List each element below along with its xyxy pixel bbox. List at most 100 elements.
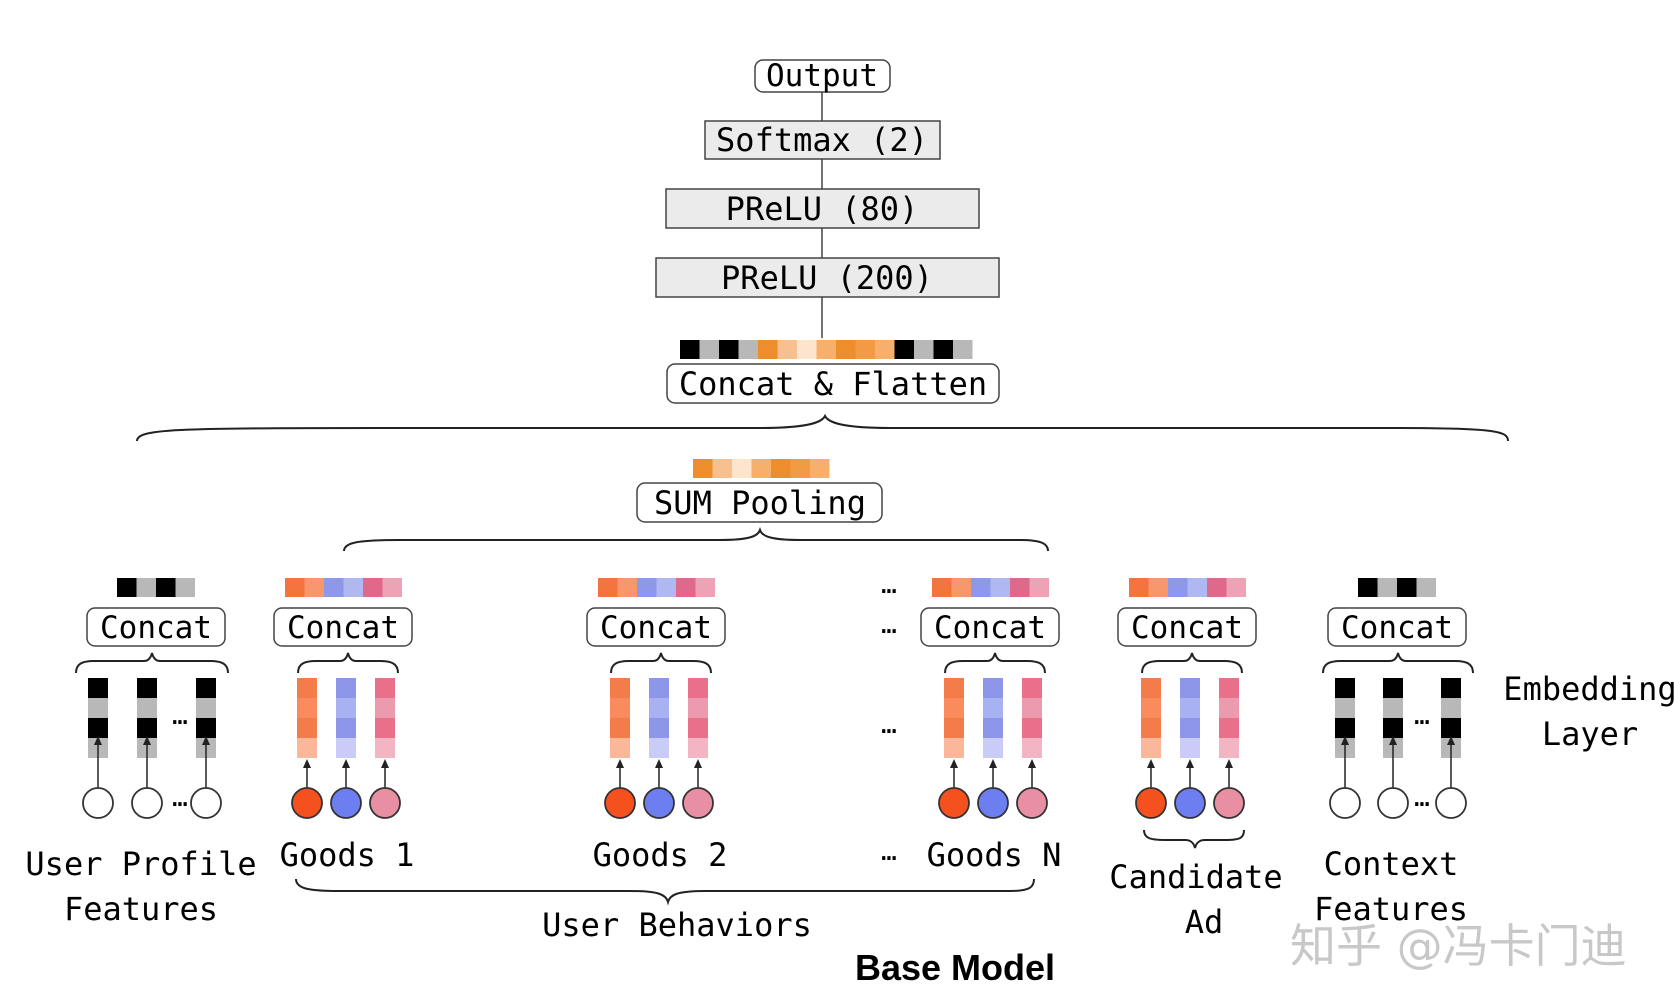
blue-feature-dot bbox=[1174, 787, 1206, 819]
vector-cell bbox=[732, 459, 752, 478]
feature-dot bbox=[1329, 787, 1361, 819]
embedding-cell bbox=[1219, 738, 1239, 758]
context-label-2: Features bbox=[1314, 890, 1468, 928]
embedding-ellipsis: … bbox=[172, 701, 188, 731]
embedding-cell bbox=[1141, 678, 1161, 698]
concat-label: Concat bbox=[100, 610, 212, 646]
embedding-cell bbox=[137, 718, 157, 738]
user-behaviors-brace bbox=[295, 878, 1035, 906]
behavior-pooling-brace bbox=[343, 526, 1049, 552]
embedding-cell bbox=[1441, 678, 1461, 698]
orange-embedding-column bbox=[1141, 678, 1161, 758]
vector-cell bbox=[738, 340, 758, 359]
embedding-cell bbox=[336, 698, 356, 718]
pink-feature-dot bbox=[369, 787, 401, 819]
embedding-cell bbox=[983, 698, 1003, 718]
flatten-vector-cells bbox=[680, 340, 973, 359]
embedding-cell bbox=[1141, 698, 1161, 718]
embedding-cell bbox=[649, 698, 669, 718]
embedding-cell bbox=[688, 718, 708, 738]
orange-feature-dot bbox=[938, 787, 970, 819]
embedding-cell bbox=[1022, 698, 1042, 718]
goods-ellipsis-bottom: … bbox=[881, 837, 897, 867]
embedding-cell bbox=[983, 718, 1003, 738]
arrow-head bbox=[694, 759, 702, 768]
vector-cell bbox=[894, 340, 914, 359]
embedding-cell bbox=[1180, 678, 1200, 698]
arrow-head bbox=[1028, 759, 1036, 768]
concat-label: Concat bbox=[1341, 610, 1453, 646]
arrow-head bbox=[381, 759, 389, 768]
goods-ellipsis-mid: … bbox=[881, 710, 897, 740]
pink-feature-dot bbox=[682, 787, 714, 819]
vector-cell bbox=[836, 340, 856, 359]
embedding-cell bbox=[196, 698, 216, 718]
blue-feature-dot bbox=[330, 787, 362, 819]
sum-pooling-node bbox=[636, 482, 883, 523]
embedding-cell bbox=[336, 718, 356, 738]
concat-node bbox=[586, 607, 726, 647]
embedding-cell bbox=[688, 738, 708, 758]
concat-output-vector bbox=[117, 578, 195, 597]
user-profile-label-2: Features bbox=[64, 890, 218, 928]
blue-feature-dot bbox=[977, 787, 1009, 819]
embedding-cell bbox=[375, 718, 395, 738]
concat-node bbox=[920, 607, 1060, 647]
vector-cell bbox=[1377, 578, 1397, 597]
vector-cell bbox=[777, 340, 797, 359]
embedding-cell bbox=[944, 698, 964, 718]
embedding-cell bbox=[610, 698, 630, 718]
embedding-cell bbox=[336, 678, 356, 698]
vector-cell bbox=[751, 459, 771, 478]
pink-feature-dot bbox=[1213, 787, 1245, 819]
user-behaviors-label: User Behaviors bbox=[542, 906, 812, 944]
embedding-cell bbox=[1219, 698, 1239, 718]
vector-cell bbox=[1148, 578, 1168, 597]
embedding-cell bbox=[1180, 738, 1200, 758]
candidate-ad-label-1: Candidate bbox=[1109, 858, 1282, 896]
candidate-ad-brace bbox=[1143, 829, 1245, 849]
vector-cell bbox=[693, 459, 713, 478]
vector-cell bbox=[875, 340, 895, 359]
sum-pooled-vector bbox=[693, 459, 830, 478]
embedding-cell bbox=[1219, 718, 1239, 738]
embedding-cell bbox=[88, 718, 108, 738]
embedding-cell bbox=[983, 678, 1003, 698]
vector-cell bbox=[971, 578, 991, 597]
feature-dot bbox=[82, 787, 114, 819]
embedding-cell bbox=[944, 738, 964, 758]
softmax-label: Softmax (2) bbox=[716, 121, 928, 159]
embedding-ellipsis: … bbox=[1414, 701, 1430, 731]
softmax-layer bbox=[704, 120, 941, 160]
embedding-cell bbox=[88, 698, 108, 718]
embedding-cell bbox=[1022, 678, 1042, 698]
arrow-head bbox=[1341, 736, 1349, 745]
user-profile-label-1: User Profile bbox=[25, 845, 256, 883]
concat-brace bbox=[610, 652, 712, 674]
orange-feature-dot bbox=[1135, 787, 1167, 819]
vector-cell bbox=[1397, 578, 1417, 597]
vector-cell bbox=[990, 578, 1010, 597]
vector-cell bbox=[1207, 578, 1227, 597]
concat-node bbox=[1327, 607, 1467, 647]
vector-cell bbox=[695, 578, 715, 597]
concat-label: Concat bbox=[934, 610, 1046, 646]
feature-dot bbox=[190, 787, 222, 819]
feature-ellipsis: … bbox=[1414, 783, 1430, 813]
embedding-cell bbox=[196, 718, 216, 738]
concat-output-vector bbox=[1358, 578, 1436, 597]
vector-cell bbox=[676, 578, 696, 597]
concat-flatten-node bbox=[666, 363, 1000, 404]
goods-1-label: Goods 1 bbox=[280, 836, 415, 874]
vector-cell bbox=[598, 578, 618, 597]
vector-cell bbox=[617, 578, 637, 597]
vector-cell bbox=[1358, 578, 1378, 597]
flatten-brace bbox=[136, 413, 1509, 442]
vector-cell bbox=[680, 340, 700, 359]
vector-cell bbox=[855, 340, 875, 359]
pink-embedding-column bbox=[1219, 678, 1239, 758]
blue-embedding-column bbox=[336, 678, 356, 758]
orange-embedding-column bbox=[297, 678, 317, 758]
orange-feature-dot bbox=[604, 787, 636, 819]
embedding-cell bbox=[375, 738, 395, 758]
